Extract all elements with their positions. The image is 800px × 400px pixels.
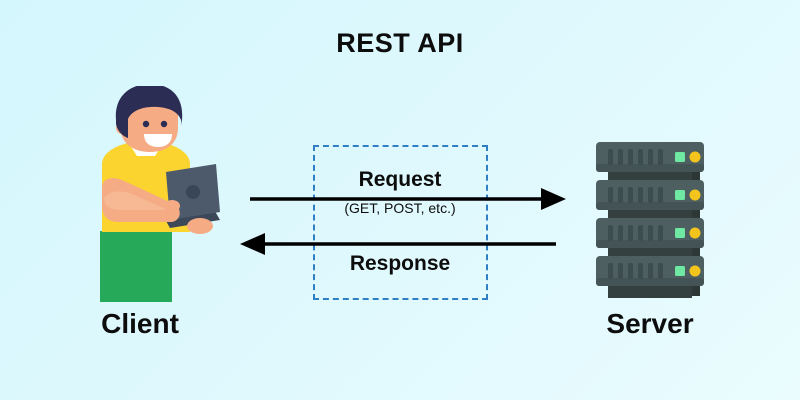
laptop-logo-icon [186, 185, 200, 199]
eye-left-shape [142, 120, 150, 128]
status-led-green [675, 228, 685, 238]
request-methods-label: (GET, POST, etc.) [344, 200, 456, 216]
request-arrow [250, 188, 566, 210]
smile-shape [144, 134, 172, 147]
request-label: Request [358, 168, 442, 191]
thumb-shape [164, 200, 180, 212]
server-label: Server [606, 308, 694, 339]
server-rack-unit [596, 142, 704, 172]
status-led-yellow [689, 265, 701, 277]
status-led-green [675, 152, 685, 162]
status-led-yellow [689, 151, 701, 163]
client-illustration [100, 86, 220, 302]
response-label: Response [349, 252, 451, 275]
pants-shape [100, 231, 172, 302]
server-rack-unit [596, 180, 704, 210]
response-arrow [240, 233, 556, 255]
server-illustration [596, 142, 704, 298]
status-led-green [675, 266, 685, 276]
server-base-shape [608, 286, 692, 298]
server-rack-unit [596, 218, 704, 248]
status-led-yellow [689, 189, 701, 201]
page-title: REST API [336, 28, 464, 58]
server-rack-unit [596, 256, 704, 286]
rest-api-boundary [313, 145, 488, 300]
client-label: Client [101, 308, 179, 339]
status-led-green [675, 190, 685, 200]
hair-shape [115, 86, 183, 138]
status-led-yellow [689, 227, 701, 239]
hand-right-shape [187, 218, 213, 234]
eye-right-shape [160, 120, 168, 128]
forearm-highlight-shape [104, 191, 168, 210]
